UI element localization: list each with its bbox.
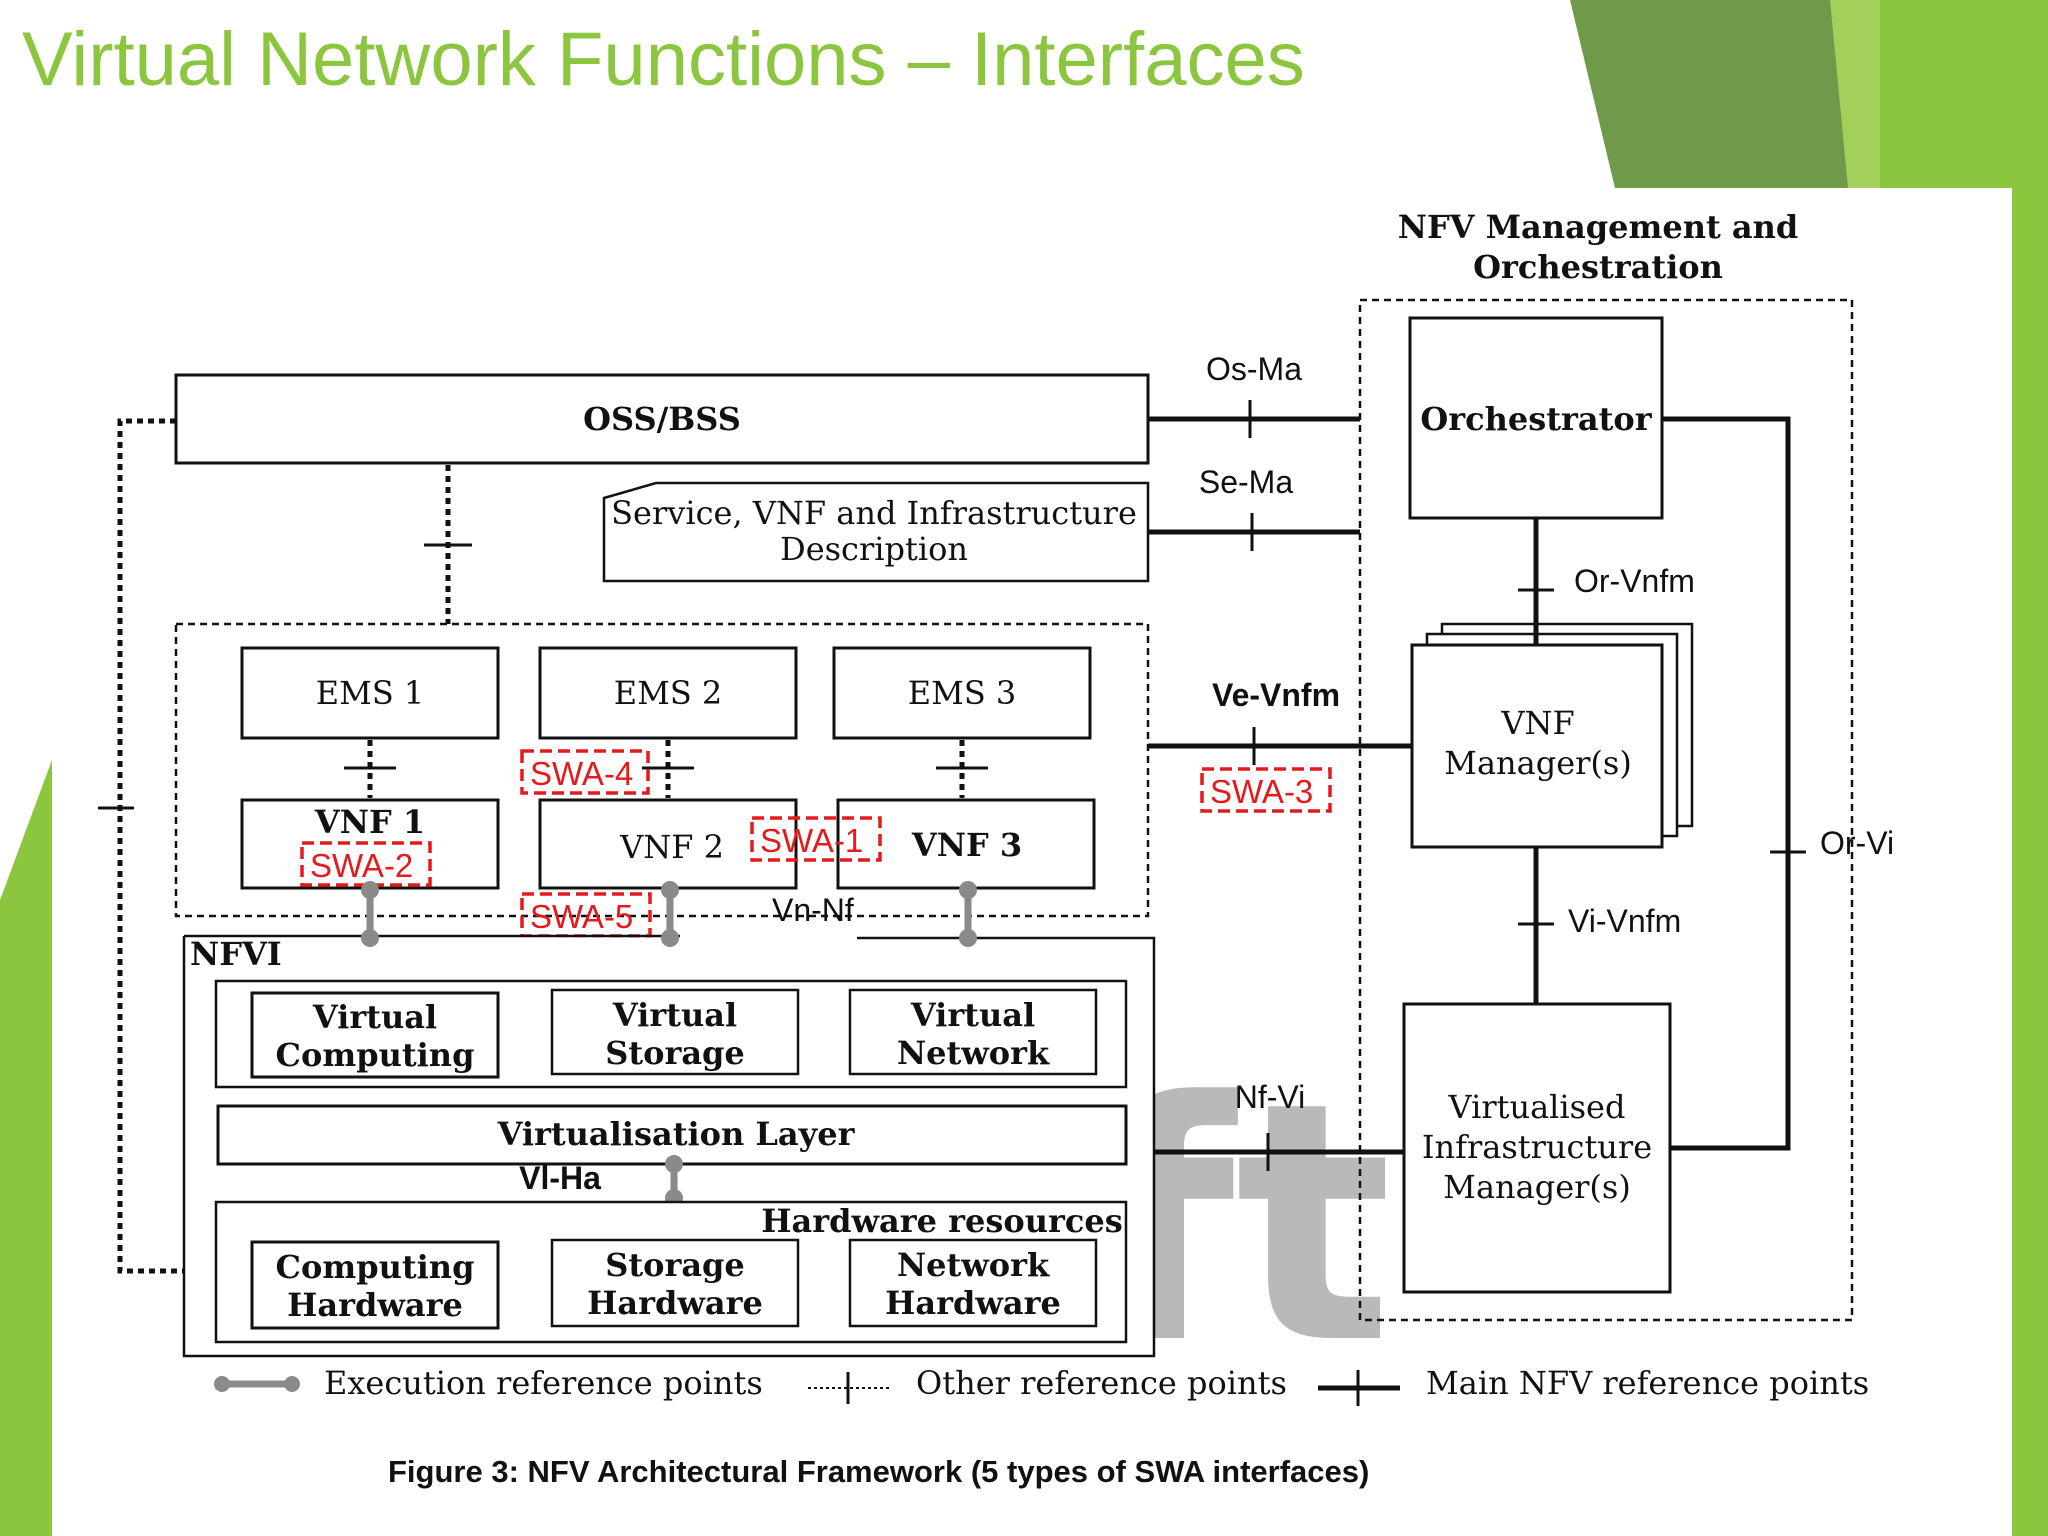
vl-ha-label: Vl-Ha <box>519 1160 601 1196</box>
or-vi-label: Or-Vi <box>1820 825 1894 861</box>
vnf1-exec-dot-top <box>361 881 379 899</box>
computing-hardware-line2: Hardware <box>287 1286 463 1324</box>
vnf3-exec-dot-bottom <box>959 929 977 947</box>
virtual-storage-line1: Virtual <box>612 996 737 1034</box>
vnf-manager-line1: VNF <box>1500 704 1574 742</box>
virtual-storage-box <box>550 988 800 1076</box>
swa-3-box <box>1200 767 1332 813</box>
vn-nf-label: Vn-Nf <box>772 892 854 928</box>
mano-title-line2: Orchestration <box>1473 248 1723 286</box>
virtual-network-line1: Virtual <box>910 996 1035 1034</box>
mano-region <box>1358 298 1854 1322</box>
ems-1-box <box>240 646 500 740</box>
swa-1-label: SWA-1 <box>760 822 863 859</box>
oss-to-hardware-line <box>117 418 220 1274</box>
nfv-architecture-diagram: Draft NFV Management and Orchestration O… <box>98 208 1894 1489</box>
virtual-network-line2: Network <box>897 1034 1050 1072</box>
vnf1-exec-dot-bottom <box>361 929 379 947</box>
orchestrator-box <box>1408 316 1664 520</box>
slide-title: Virtual Network Functions – Interfaces <box>22 17 1305 102</box>
vl-ha-dot-top <box>665 1155 683 1173</box>
ems-3-label: EMS 3 <box>908 674 1017 712</box>
legend-other-label: Other reference points <box>916 1364 1287 1402</box>
vi-vnfm-label: Vi-Vnfm <box>1568 903 1681 939</box>
virtual-computing-line2: Computing <box>276 1036 475 1074</box>
storage-hardware-line1: Storage <box>605 1246 745 1284</box>
diagram-panel: Draft NFV Management and Orchestration O… <box>52 188 2012 1536</box>
description-line1: Service, VNF and Infrastructure <box>611 494 1137 532</box>
virtual-network-box <box>848 988 1098 1076</box>
vim-line3: Manager(s) <box>1443 1168 1631 1206</box>
network-hardware-line2: Hardware <box>885 1284 1061 1322</box>
vnf-manager-box <box>1410 643 1664 849</box>
virtual-storage-line2: Storage <box>605 1034 745 1072</box>
network-hardware-box <box>848 1238 1098 1328</box>
swa-3-label: SWA-3 <box>1210 773 1313 810</box>
ems-1-label: EMS 1 <box>316 674 425 712</box>
vnf-1-label: VNF 1 <box>314 803 425 841</box>
computing-hardware-box <box>250 1240 500 1330</box>
nfvi-label: NFVI <box>190 935 282 973</box>
network-hardware-line1: Network <box>897 1246 1050 1284</box>
storage-hardware-line2: Hardware <box>587 1284 763 1322</box>
vnf-ems-region <box>174 622 1150 918</box>
swa-1-box <box>750 816 882 862</box>
ve-vnfm-label: Ve-Vnfm <box>1212 677 1340 713</box>
swa-4-box <box>520 749 650 795</box>
vim-box <box>1402 1002 1672 1294</box>
swa-5-label: SWA-5 <box>530 898 633 935</box>
oss-bss-label: OSS/BSS <box>583 400 741 438</box>
ems-2-label: EMS 2 <box>614 674 723 712</box>
legend-main-label: Main NFV reference points <box>1426 1364 1869 1402</box>
storage-hardware-box <box>550 1238 800 1328</box>
virtual-computing-line1: Virtual <box>312 998 437 1036</box>
nf-vi-label: Nf-Vi <box>1235 1079 1306 1115</box>
legend-execution-dot-left <box>214 1376 230 1392</box>
ems-3-box <box>832 646 1092 740</box>
background-stripe <box>1830 0 1880 188</box>
se-ma-label: Se-Ma <box>1199 464 1293 500</box>
vim-line2: Infrastructure <box>1422 1128 1652 1166</box>
description-line2: Description <box>780 530 968 568</box>
or-vi-line <box>1662 416 1791 1151</box>
vim-line1: Virtualised <box>1448 1088 1626 1126</box>
swa-4-label: SWA-4 <box>530 755 633 792</box>
legend-execution-label: Execution reference points <box>324 1364 763 1402</box>
vnf-manager-line2: Manager(s) <box>1444 744 1632 782</box>
vnf-1-box <box>240 798 500 890</box>
vnf2-exec-dot-top <box>661 881 679 899</box>
os-ma-label: Os-Ma <box>1206 351 1302 387</box>
vnf-3-label: VNF 3 <box>911 826 1022 864</box>
swa-2-label: SWA-2 <box>310 847 413 884</box>
background-left-shape <box>0 760 52 1536</box>
virtualisation-layer-label: Virtualisation Layer <box>497 1115 856 1153</box>
or-vnfm-label: Or-Vnfm <box>1574 563 1695 599</box>
ems-2-box <box>538 646 798 740</box>
vnf3-exec-dot-top <box>959 881 977 899</box>
computing-hardware-line1: Computing <box>276 1248 475 1286</box>
vnf2-exec-dot-bottom <box>661 929 679 947</box>
hardware-resources-label: Hardware resources <box>761 1202 1122 1240</box>
virtualisation-layer-box <box>216 1104 1128 1166</box>
background-shape-dark <box>1570 0 1870 188</box>
vnf-2-label: VNF 2 <box>619 828 724 866</box>
virtual-computing-box <box>250 991 500 1079</box>
orchestrator-label: Orchestrator <box>1420 400 1652 438</box>
legend-execution-dot-right <box>284 1376 300 1392</box>
mano-title-line1: NFV Management and <box>1398 208 1799 246</box>
figure-caption: Figure 3: NFV Architectural Framework (5… <box>388 1454 1369 1489</box>
